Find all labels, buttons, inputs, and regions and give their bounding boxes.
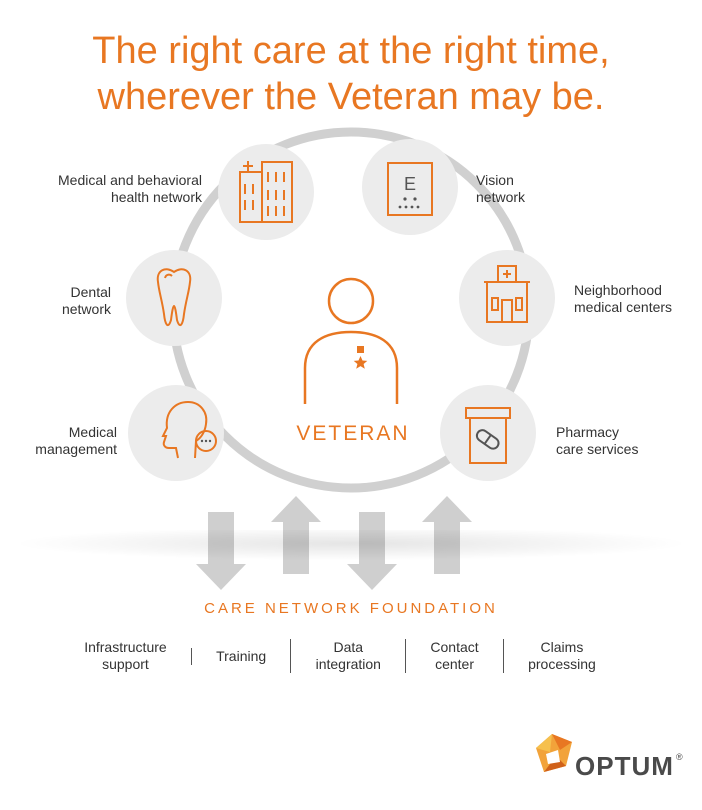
foundation-title: CARE NETWORK FOUNDATION <box>204 600 498 617</box>
arrow-down-2 <box>347 512 397 590</box>
headline-line-1: The right care at the right time, <box>92 30 610 72</box>
logo-text: OPTUM <box>575 751 674 781</box>
hospital-building-icon <box>239 161 293 223</box>
pill-bottle-icon <box>465 407 511 464</box>
clinic-building-icon <box>484 265 530 323</box>
arrow-up-2 <box>422 496 472 574</box>
foundation-shadow <box>20 530 682 560</box>
medal-icon <box>353 346 368 369</box>
veteran-label: VETERAN <box>296 422 410 445</box>
foundation-item-training: Training <box>190 647 290 665</box>
arrow-up-1 <box>271 496 321 574</box>
speaking-head-icon <box>161 400 217 459</box>
svg-text:E: E <box>404 174 416 194</box>
logo-registered-mark: ® <box>676 752 683 762</box>
node-circle-medical-behavioral <box>218 144 314 240</box>
tooth-icon <box>156 268 192 327</box>
veteran-figure-icon <box>303 277 399 404</box>
arrow-down-1 <box>196 512 246 590</box>
node-circle-vision <box>362 139 458 235</box>
node-circle-dental <box>126 250 222 346</box>
optum-logo-icon <box>536 734 572 772</box>
eye-chart-icon: E <box>387 162 433 216</box>
node-circle-medical-management <box>128 385 224 481</box>
node-circle-neighborhood <box>459 250 555 346</box>
headline-line-2: wherever the Veteran may be. <box>97 76 605 118</box>
